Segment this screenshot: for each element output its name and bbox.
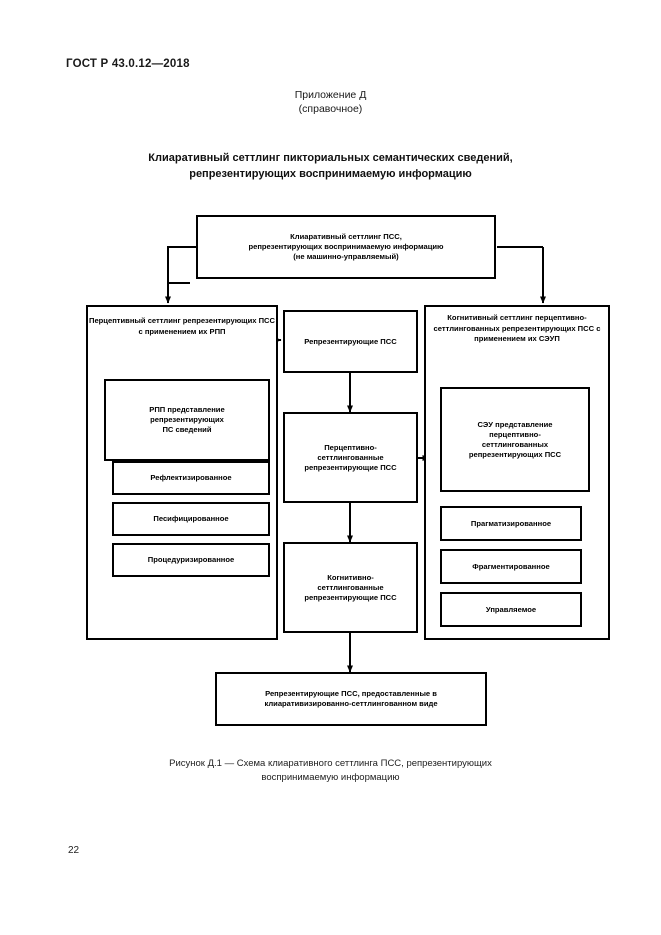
group-left-title-line-3: с применением [138, 326, 197, 336]
node-left-item-2[interactable]: Рефлектизированное [112, 461, 270, 495]
group-right-title-line-5: их СЭУП [527, 334, 560, 343]
node-center-3-line-2: сеттлингованные [317, 582, 384, 592]
node-left-item-1[interactable]: РПП представление репрезентирующих ПС св… [104, 379, 270, 461]
node-right-item-2-label: Прагматизированное [470, 518, 552, 528]
node-right-item-1-line-2: перцептивно- [489, 429, 541, 439]
node-center-2-line-1: Перцептивно- [324, 442, 377, 452]
node-center-2-line-3: репрезентирующие ПСС [304, 462, 397, 472]
figure-caption-line-1: Рисунок Д.1 — Схема клиаративного сеттли… [169, 758, 492, 769]
node-top-line-3: (не машинно-управляемый) [293, 252, 399, 261]
node-right-item-4-label: Управляемое [485, 604, 537, 614]
node-right-item-1-line-3: сеттлингованных [481, 439, 549, 449]
group-right-title-line-4: с применением [474, 323, 601, 344]
appendix-heading: Приложение Д (справочное) [0, 88, 661, 116]
node-bottom-line-1: Репрезентирующие ПСС, предоставленные в [265, 689, 437, 698]
node-left-item-4[interactable]: Процедуризированное [112, 543, 270, 577]
node-bottom[interactable]: Репрезентирующие ПСС, предоставленные в … [215, 672, 487, 726]
page-title-line-2: репрезентирующих воспринимаемую информац… [189, 168, 472, 180]
node-left-item-3[interactable]: Песифицированное [112, 502, 270, 536]
node-left-item-4-label: Процедуризированное [147, 555, 235, 564]
node-bottom-line-2: клиаративизированно-сеттлингованном виде [264, 699, 438, 708]
node-right-item-4[interactable]: Управляемое [440, 592, 582, 627]
group-right-title: Когнитивный сеттлинг перцептивно-сеттлин… [424, 313, 610, 345]
node-left-item-1-line-3: ПС сведений [162, 425, 212, 434]
node-right-item-2[interactable]: Прагматизированное [440, 506, 582, 541]
standard-header: ГОСТ Р 43.0.12—2018 [66, 58, 190, 70]
node-top-line-2: репрезентирующих воспринимаемую информац… [248, 242, 444, 251]
group-left-title: Перцептивный сеттлинг репрезентирующих П… [86, 316, 278, 337]
page-number: 22 [68, 845, 80, 856]
group-left-title-line-1: Перцептивный сеттлинг [88, 316, 181, 325]
node-right-item-1-line-1: СЭУ представление [477, 419, 553, 429]
node-center-3[interactable]: Когнитивно- сеттлингованные репрезентиру… [283, 542, 418, 633]
node-center-3-line-3: репрезентирующие ПСС [304, 592, 397, 602]
node-top-line-1: Клиаративный сеттлинг ПСС, [290, 232, 402, 241]
connector-top-left-stub [167, 246, 196, 284]
node-left-item-3-label: Песифицированное [153, 514, 229, 523]
node-top[interactable]: Клиаративный сеттлинг ПСС, репрезентирую… [196, 215, 496, 279]
node-center-2[interactable]: Перцептивно- сеттлингованные репрезентир… [283, 412, 418, 503]
figure-caption-line-2: воспринимаемую информацию [261, 772, 400, 783]
node-right-item-1[interactable]: СЭУ представление перцептивно- сеттлинго… [440, 387, 590, 492]
node-right-item-3-label: Фрагментированное [472, 561, 550, 571]
node-center-1-label: Репрезентирующие ПСС [304, 336, 397, 346]
node-center-2-line-2: сеттлингованные [317, 452, 384, 462]
node-left-item-2-label: Рефлектизированное [150, 473, 232, 482]
node-right-item-1-line-4: репрезентирующих ПСС [468, 449, 562, 459]
page-title-line-1: Клиаративный сеттлинг пикториальных сема… [148, 152, 513, 164]
node-left-item-1-line-1: РПП представление [149, 405, 225, 414]
page-title: Клиаративный сеттлинг пикториальных сема… [90, 150, 571, 182]
node-center-3-line-1: Когнитивно- [327, 572, 374, 582]
node-center-1[interactable]: Репрезентирующие ПСС [283, 310, 418, 373]
group-left-title-line-4: их РПП [198, 326, 226, 336]
group-right-title-line-2: перцептивно-сеттлингованных [433, 313, 587, 333]
node-left-item-1-line-2: репрезентирующих [150, 415, 224, 424]
group-right-title-line-3: репрезентирующих ПСС [501, 323, 595, 333]
appendix-label: Приложение Д [294, 89, 367, 101]
appendix-kind: (справочное) [298, 103, 363, 115]
node-right-item-3[interactable]: Фрагментированное [440, 549, 582, 584]
figure-caption: Рисунок Д.1 — Схема клиаративного сеттли… [110, 757, 551, 785]
group-right-title-line-1: Когнитивный сеттлинг [447, 313, 533, 322]
group-left-title-line-2: репрезентирующих ПСС [182, 316, 276, 325]
